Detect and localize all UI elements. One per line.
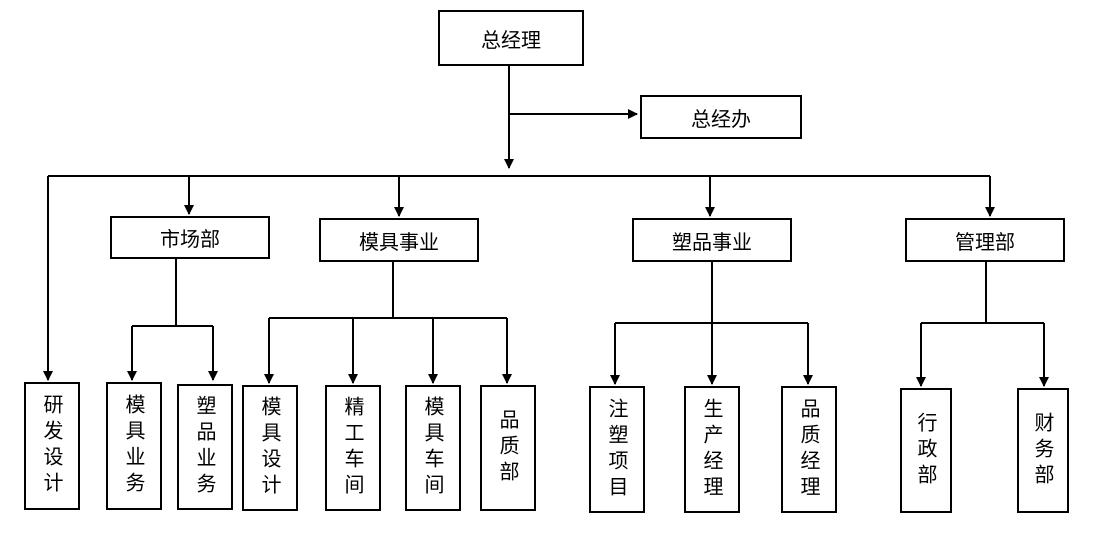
plastic-sales-label: 塑品业务 xyxy=(193,395,217,499)
injection-project-box: 注塑项目 xyxy=(589,386,645,513)
market-dept-box: 市场部 xyxy=(110,216,270,259)
admin-dept-box: 行政部 xyxy=(900,388,952,513)
plastic-business-box: 塑品事业 xyxy=(632,218,792,262)
mold-sales-box: 模具业务 xyxy=(106,382,162,510)
mold-sales-label: 模具业务 xyxy=(122,394,146,498)
finance-dept-box: 财务部 xyxy=(1017,388,1069,513)
mold-workshop-box: 模具车间 xyxy=(405,385,461,511)
ceo-box: 总经理 xyxy=(438,10,584,66)
rnd-design-label: 研发设计 xyxy=(40,394,64,498)
production-manager-label: 生产经理 xyxy=(700,397,724,502)
gm-office-box: 总经办 xyxy=(640,95,802,139)
mold-design-label: 模具设计 xyxy=(258,396,282,500)
precision-workshop-box: 精工车间 xyxy=(325,385,381,511)
plastic-sales-box: 塑品业务 xyxy=(177,384,233,510)
precision-workshop-label: 精工车间 xyxy=(341,396,365,500)
production-manager-box: 生产经理 xyxy=(684,386,740,513)
admin-dept-label: 行政部 xyxy=(914,411,938,490)
quality-manager-label: 品质经理 xyxy=(797,397,821,502)
mold-workshop-label: 模具车间 xyxy=(421,396,445,500)
rnd-design-box: 研发设计 xyxy=(24,382,80,510)
quality-dept-label: 品质部 xyxy=(496,409,520,487)
finance-dept-label: 财务部 xyxy=(1031,411,1055,490)
management-dept-box: 管理部 xyxy=(905,218,1065,262)
mold-business-box: 模具事业 xyxy=(319,218,479,262)
mold-design-box: 模具设计 xyxy=(242,385,298,511)
quality-dept-box: 品质部 xyxy=(480,385,536,511)
injection-project-label: 注塑项目 xyxy=(605,397,629,502)
quality-manager-box: 品质经理 xyxy=(781,386,837,513)
